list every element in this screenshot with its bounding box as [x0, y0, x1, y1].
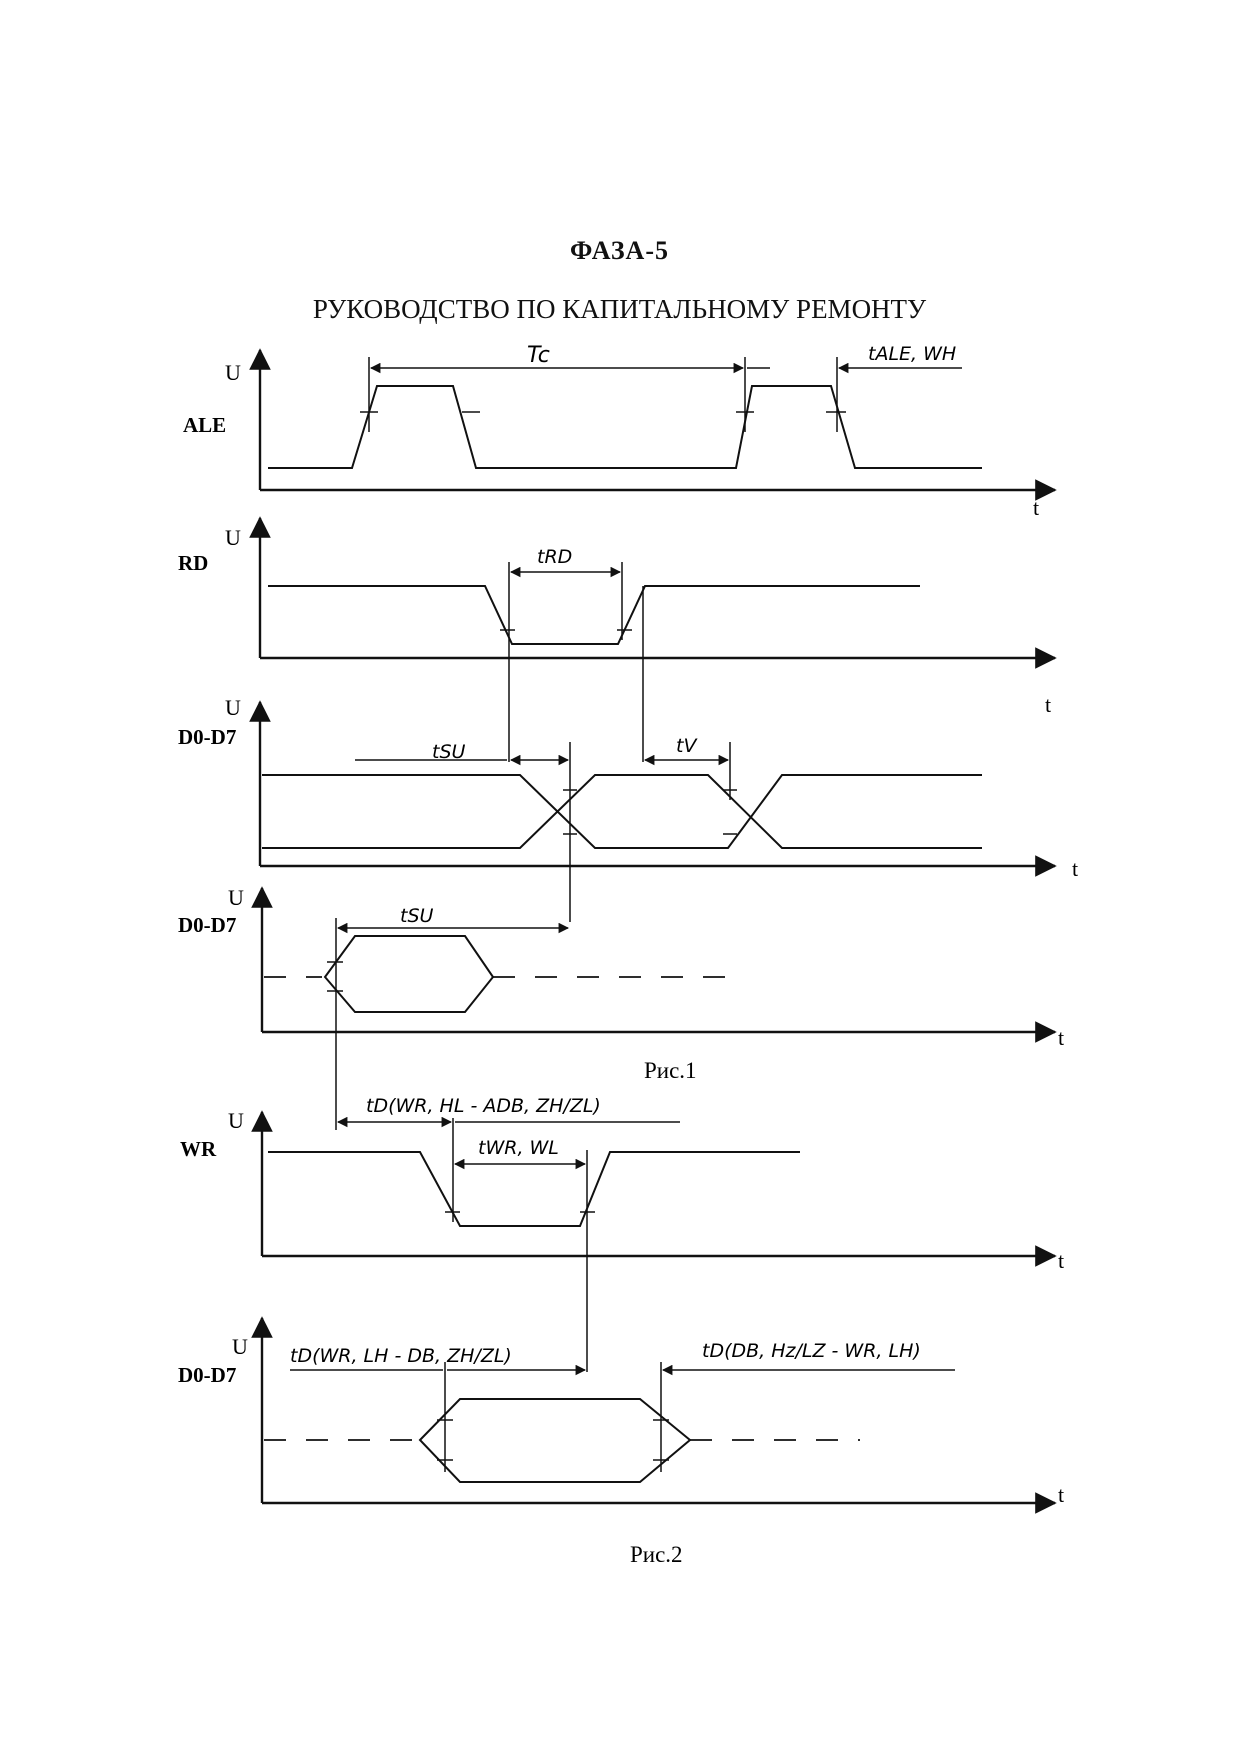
document-title: ФАЗА-5 — [570, 236, 669, 265]
ale-panel: U t ALE Tc tALE, WH — [183, 343, 1057, 520]
t-su-2-annotation: tSU — [400, 905, 434, 927]
data-bus-1-waveform-high — [262, 774, 982, 849]
t-d-wr-lh-annotation: tD(WR, LH - DB, ZH/ZL) — [290, 1345, 512, 1367]
wr-panel: U t WR tD(WR, HL - ADB, ZH/ZL) tWR, WL — [180, 1095, 1064, 1372]
ale-y-axis-label: U — [225, 360, 241, 385]
t-d-db-hz-annotation: tD(DB, Hz/LZ - WR, LH) — [702, 1340, 921, 1362]
figure-1-caption: Рис.1 — [644, 1058, 697, 1083]
data-bus-2-y-axis-label: U — [228, 885, 244, 910]
data-bus-3-panel: U t D0-D7 tD(WR, LH - DB, ZH/ZL) tD(DB, … — [178, 1316, 1064, 1514]
data-bus-1-panel: U t D0-D7 tSU tV — [178, 695, 1078, 922]
data-bus-2-signal-label: D0-D7 — [178, 913, 236, 937]
data-bus-2-panel: U t D0-D7 tSU — [178, 885, 1064, 1130]
t-v-annotation: tV — [676, 735, 698, 757]
tc-annotation: Tc — [527, 343, 550, 368]
data-bus-3-waveform — [418, 1398, 692, 1483]
ale-signal-label: ALE — [183, 413, 226, 437]
data-bus-3-signal-label: D0-D7 — [178, 1363, 236, 1387]
document-subtitle: РУКОВОДСТВО ПО КАПИТАЛЬНОМУ РЕМОНТУ — [312, 294, 927, 324]
ale-waveform — [268, 385, 982, 469]
data-bus-1-x-axis-label: t — [1072, 856, 1078, 881]
t-rd-annotation: tRD — [537, 546, 572, 568]
ale-x-axis-label: t — [1033, 495, 1039, 520]
data-bus-1-y-axis-label: U — [225, 695, 241, 720]
wr-waveform — [268, 1151, 800, 1227]
t-wr-wl-annotation: tWR, WL — [478, 1137, 559, 1159]
data-bus-1-waveform-low — [262, 774, 982, 849]
rd-waveform — [268, 585, 920, 645]
t-ale-wh-annotation: tALE, WH — [868, 343, 956, 365]
data-bus-2-waveform — [323, 935, 495, 1013]
t-su-1-annotation: tSU — [432, 741, 466, 763]
wr-signal-label: WR — [180, 1137, 217, 1161]
data-bus-3-y-axis-label: U — [232, 1334, 248, 1359]
rd-y-axis-label: U — [225, 525, 241, 550]
data-bus-2-x-axis-label: t — [1058, 1025, 1064, 1050]
rd-panel: U t RD tRD — [178, 516, 1057, 762]
t-d-wr-hl-annotation: tD(WR, HL - ADB, ZH/ZL) — [366, 1095, 601, 1117]
wr-x-axis-label: t — [1058, 1248, 1064, 1273]
rd-signal-label: RD — [178, 551, 208, 575]
wr-y-axis-label: U — [228, 1108, 244, 1133]
data-bus-1-signal-label: D0-D7 — [178, 725, 236, 749]
figure-2-caption: Рис.2 — [630, 1542, 683, 1567]
data-bus-3-x-axis-label: t — [1058, 1482, 1064, 1507]
rd-x-axis-label: t — [1045, 692, 1051, 717]
